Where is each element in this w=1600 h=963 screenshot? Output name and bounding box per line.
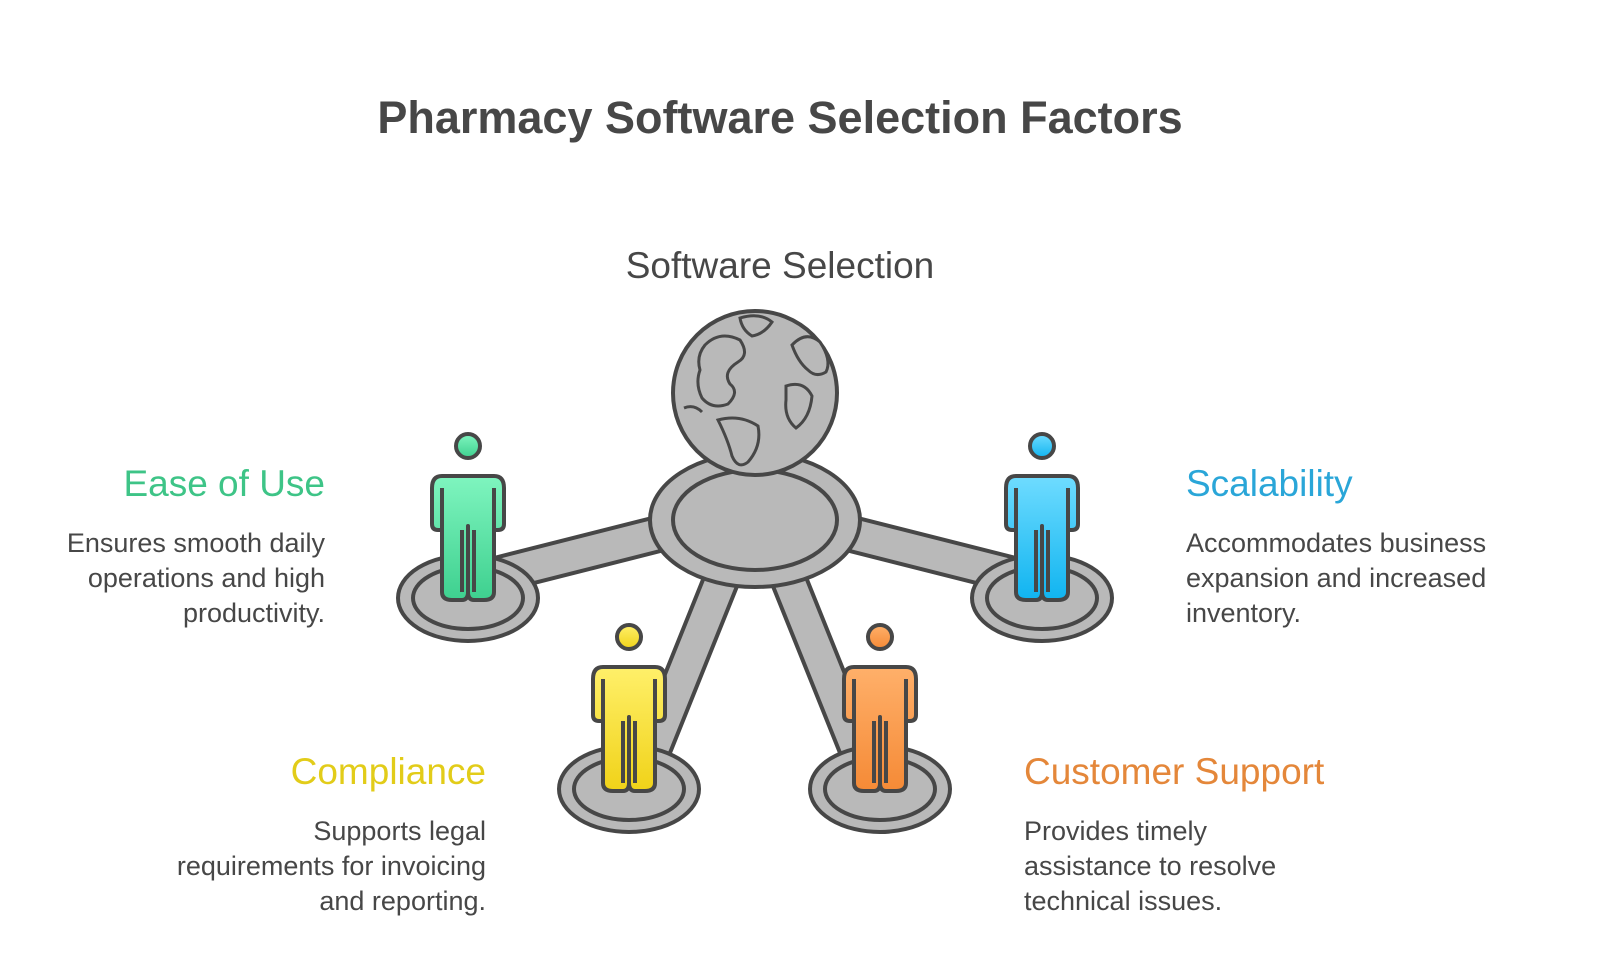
factor-scalability-desc: Accommodates business expansion and incr… [1186, 526, 1586, 631]
desc-line: Provides timely [1024, 816, 1208, 846]
connector-compliance [629, 559, 741, 781]
factor-ease-desc: Ensures smooth daily operations and high… [20, 526, 325, 631]
globe-icon [671, 309, 839, 477]
desc-line: productivity. [182, 598, 325, 628]
person-icon-support [842, 623, 918, 793]
person-icon-scalability [1004, 432, 1080, 602]
factor-support: Customer Support Provides timely assista… [1024, 750, 1424, 919]
desc-line: and reporting. [319, 886, 486, 916]
factor-compliance-desc: Supports legal requirements for invoicin… [100, 814, 486, 919]
desc-line: Accommodates business [1186, 528, 1487, 558]
factor-compliance-title: Compliance [290, 751, 486, 792]
desc-line: Ensures smooth daily [66, 528, 325, 558]
factor-ease-title: Ease of Use [123, 463, 325, 504]
person-icon-compliance [591, 623, 667, 793]
desc-line: inventory. [1186, 598, 1302, 628]
factor-support-title: Customer Support [1024, 751, 1325, 792]
factor-support-desc: Provides timely assistance to resolve te… [1024, 814, 1424, 919]
desc-line: Supports legal [313, 816, 486, 846]
connector-support [769, 559, 881, 781]
factor-ease: Ease of Use Ensures smooth daily operati… [20, 462, 325, 631]
desc-line: requirements for invoicing [176, 851, 486, 881]
factor-compliance: Compliance Supports legal requirements f… [100, 750, 486, 919]
factor-scalability: Scalability Accommodates business expans… [1186, 462, 1586, 631]
desc-line: expansion and increased [1186, 563, 1487, 593]
desc-line: technical issues. [1024, 886, 1223, 916]
desc-line: assistance to resolve [1024, 851, 1277, 881]
center-label: Software Selection [625, 245, 935, 286]
factor-scalability-title: Scalability [1186, 463, 1353, 504]
person-icon-ease [430, 432, 506, 602]
page-title: Pharmacy Software Selection Factors [377, 92, 1183, 143]
desc-line: operations and high [87, 563, 325, 593]
